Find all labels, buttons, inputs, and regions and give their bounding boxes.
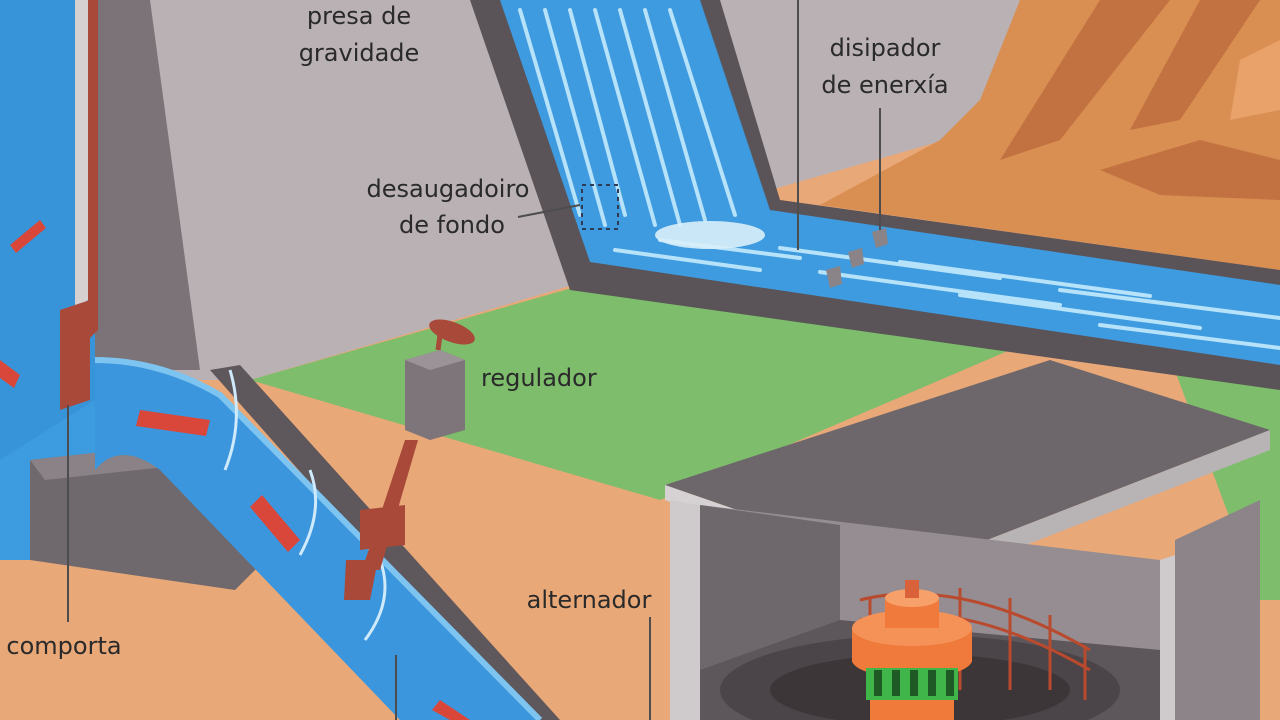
spillway — [470, 0, 1280, 390]
label-alternador: alternador — [527, 586, 652, 614]
label-desaugadoiro-line1: desaugadoiro — [367, 175, 530, 203]
label-disipador-line2: de enerxía — [821, 71, 948, 99]
leader-lines — [67, 0, 881, 720]
label-comporta: comporta — [6, 632, 121, 660]
label-presa-de-gravidade-line2: gravidade — [299, 39, 420, 67]
mountain — [820, 0, 1280, 270]
label-regulador: regulador — [481, 364, 597, 392]
back-wall-right — [700, 0, 1020, 190]
label-disipador-line1: disipador — [830, 34, 941, 62]
powerhouse — [665, 360, 1270, 720]
label-presa-de-gravidade-line1: presa de — [307, 2, 411, 30]
back-wall — [150, 0, 590, 380]
label-desaugadoiro-line2: de fondo — [399, 211, 505, 239]
regulator — [344, 319, 475, 600]
